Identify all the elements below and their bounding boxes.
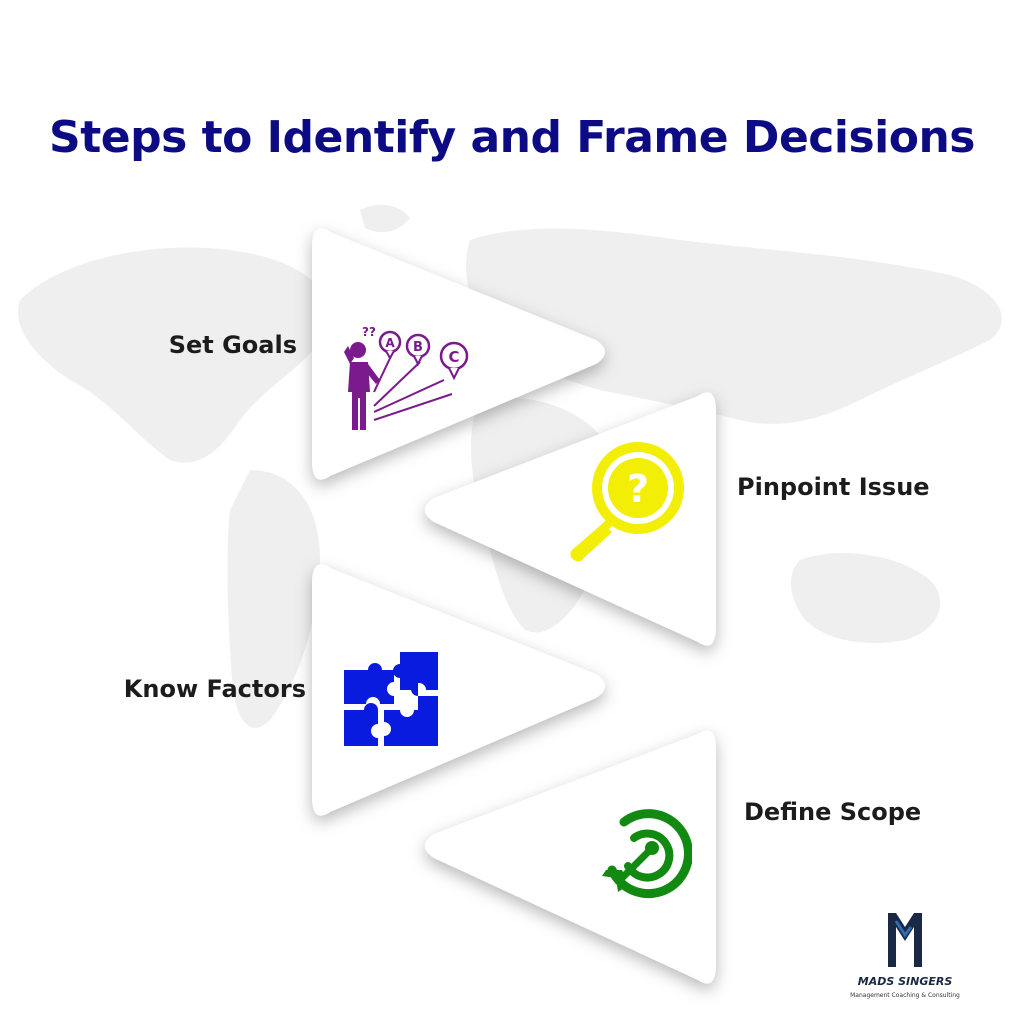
question-marks-text: ?? bbox=[362, 325, 376, 339]
step-label-define-scope: Define Scope bbox=[744, 798, 922, 826]
step-label-pinpoint-issue: Pinpoint Issue bbox=[737, 473, 930, 501]
logo-mark-icon bbox=[888, 913, 922, 967]
page-title: Steps to Identify and Frame Decisions bbox=[49, 112, 975, 163]
step-card-3 bbox=[312, 564, 605, 816]
choice-a-text: A bbox=[385, 336, 395, 350]
puzzle-pieces-icon bbox=[344, 652, 438, 746]
magnifier-question-text: ? bbox=[627, 467, 649, 511]
step-card-4 bbox=[425, 730, 716, 984]
choice-b-text: B bbox=[413, 340, 423, 355]
logo-tagline: Management Coaching & Consulting bbox=[850, 992, 960, 999]
step-label-set-goals: Set Goals bbox=[168, 331, 297, 359]
logo-name: MADS SINGERS bbox=[857, 975, 953, 988]
target-dart-icon bbox=[602, 809, 692, 899]
step-label-know-factors: Know Factors bbox=[123, 675, 306, 703]
choice-c-text: C bbox=[448, 348, 459, 366]
confused-person-choices-icon: ?? A B C bbox=[344, 325, 469, 430]
magnifier-question-icon: ? bbox=[570, 442, 684, 562]
mads-singers-logo: MADS SINGERS Management Coaching & Consu… bbox=[845, 905, 965, 1005]
